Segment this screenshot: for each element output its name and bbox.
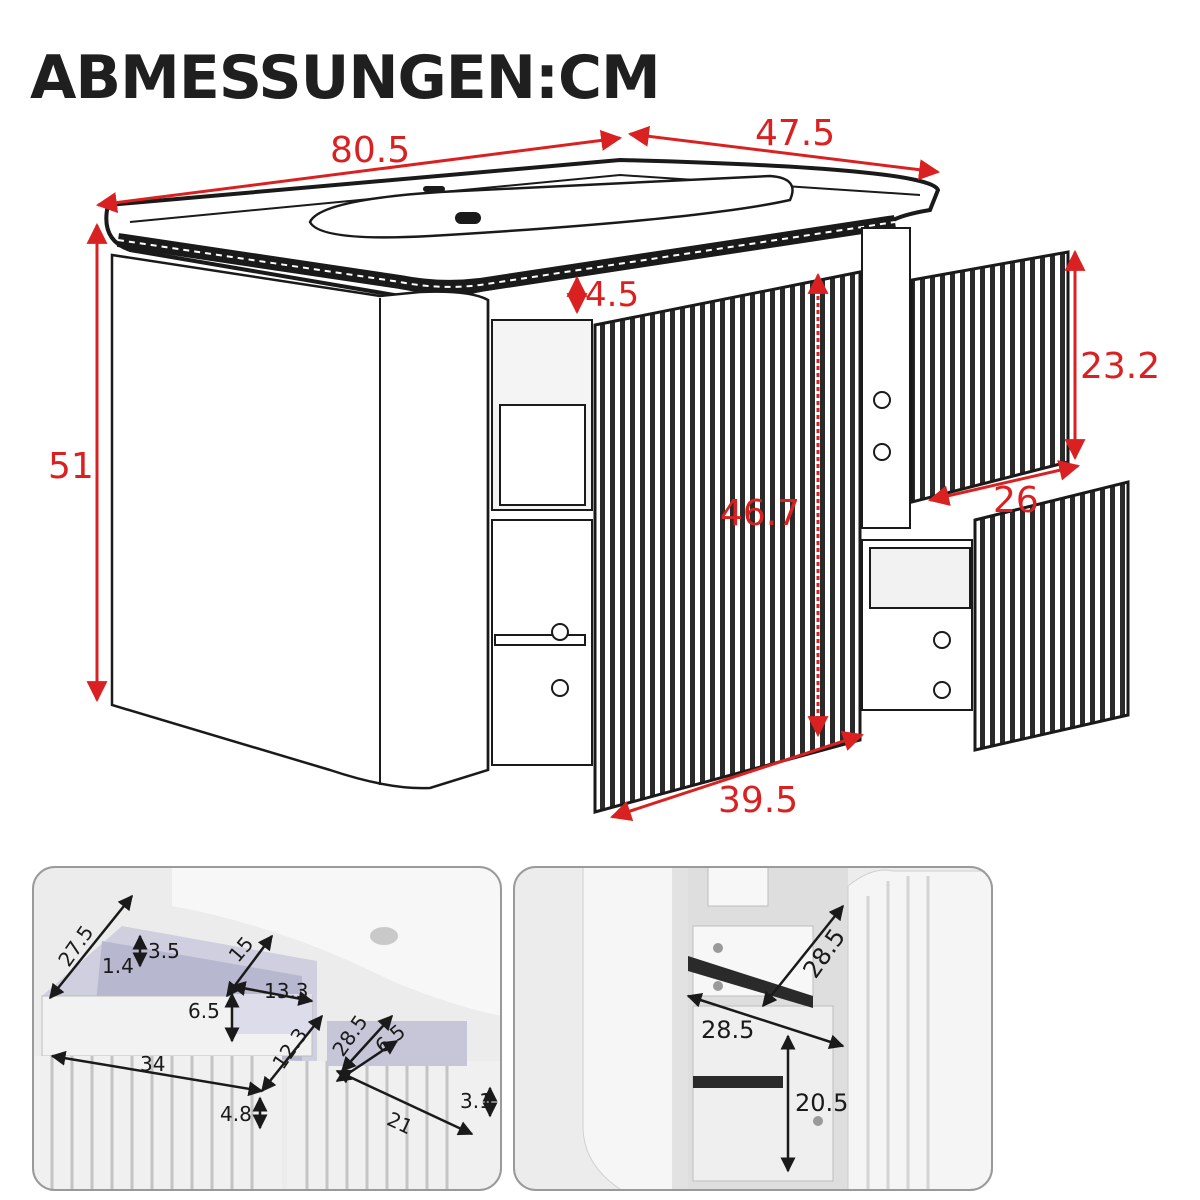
detail-left-dim-2: 3.5 bbox=[148, 939, 180, 963]
fluted-door bbox=[593, 270, 862, 814]
screw-icon bbox=[551, 623, 569, 641]
cabinet-body bbox=[110, 227, 973, 790]
detail-left-dim-6: 6.5 bbox=[188, 999, 220, 1023]
detail-left-dim-5: 13.3 bbox=[264, 979, 309, 1003]
screw-icon bbox=[933, 681, 951, 699]
screw-icon bbox=[713, 943, 723, 953]
dim-drawer-height-label: 23.2 bbox=[1080, 346, 1160, 387]
screw-icon bbox=[713, 981, 723, 991]
overflow-icon bbox=[455, 212, 481, 224]
detail-left-dim-3: 1.4 bbox=[102, 954, 134, 978]
detail-right-dim-3: 20.5 bbox=[795, 1089, 848, 1117]
detail-left-dim-11: 4.8 bbox=[220, 1102, 252, 1126]
dim-depth-label: 47.5 bbox=[755, 113, 835, 154]
dim-width-label: 80.5 bbox=[330, 130, 410, 171]
detail-left-dim-8: 34 bbox=[140, 1052, 165, 1076]
dimension-lines bbox=[86, 125, 1086, 822]
dim-drawer-width-label: 26 bbox=[993, 480, 1039, 521]
dim-top-gap-label: 4.5 bbox=[585, 275, 639, 315]
upper-drawer-front bbox=[910, 250, 1070, 504]
screw-icon bbox=[551, 679, 569, 697]
cabinet-drawing: 80.5 47.5 51 4.5 46.7 39.5 23.2 26 bbox=[48, 113, 1160, 822]
detail-left-dim-13: 3.1 bbox=[460, 1089, 492, 1113]
screw-icon bbox=[873, 391, 891, 409]
screw-icon bbox=[873, 443, 891, 461]
dim-door-height-label: 46.7 bbox=[720, 493, 800, 534]
detail-right-dim-2: 28.5 bbox=[701, 1016, 754, 1044]
detail-panel-right: 28.5 28.5 20.5 bbox=[513, 866, 993, 1191]
lower-drawer-front bbox=[973, 480, 1130, 752]
screw-icon bbox=[933, 631, 951, 649]
screw-icon bbox=[813, 1116, 823, 1126]
detail-panel-left: 27.5 3.5 1.4 15 13.3 6.5 12.3 34 28.5 6.… bbox=[32, 866, 502, 1191]
dim-door-width-label: 39.5 bbox=[718, 780, 798, 821]
dim-height-label: 51 bbox=[48, 446, 94, 487]
tap-hole-icon bbox=[423, 186, 445, 192]
page-title: ABMESSUNGEN:CM bbox=[30, 43, 661, 113]
